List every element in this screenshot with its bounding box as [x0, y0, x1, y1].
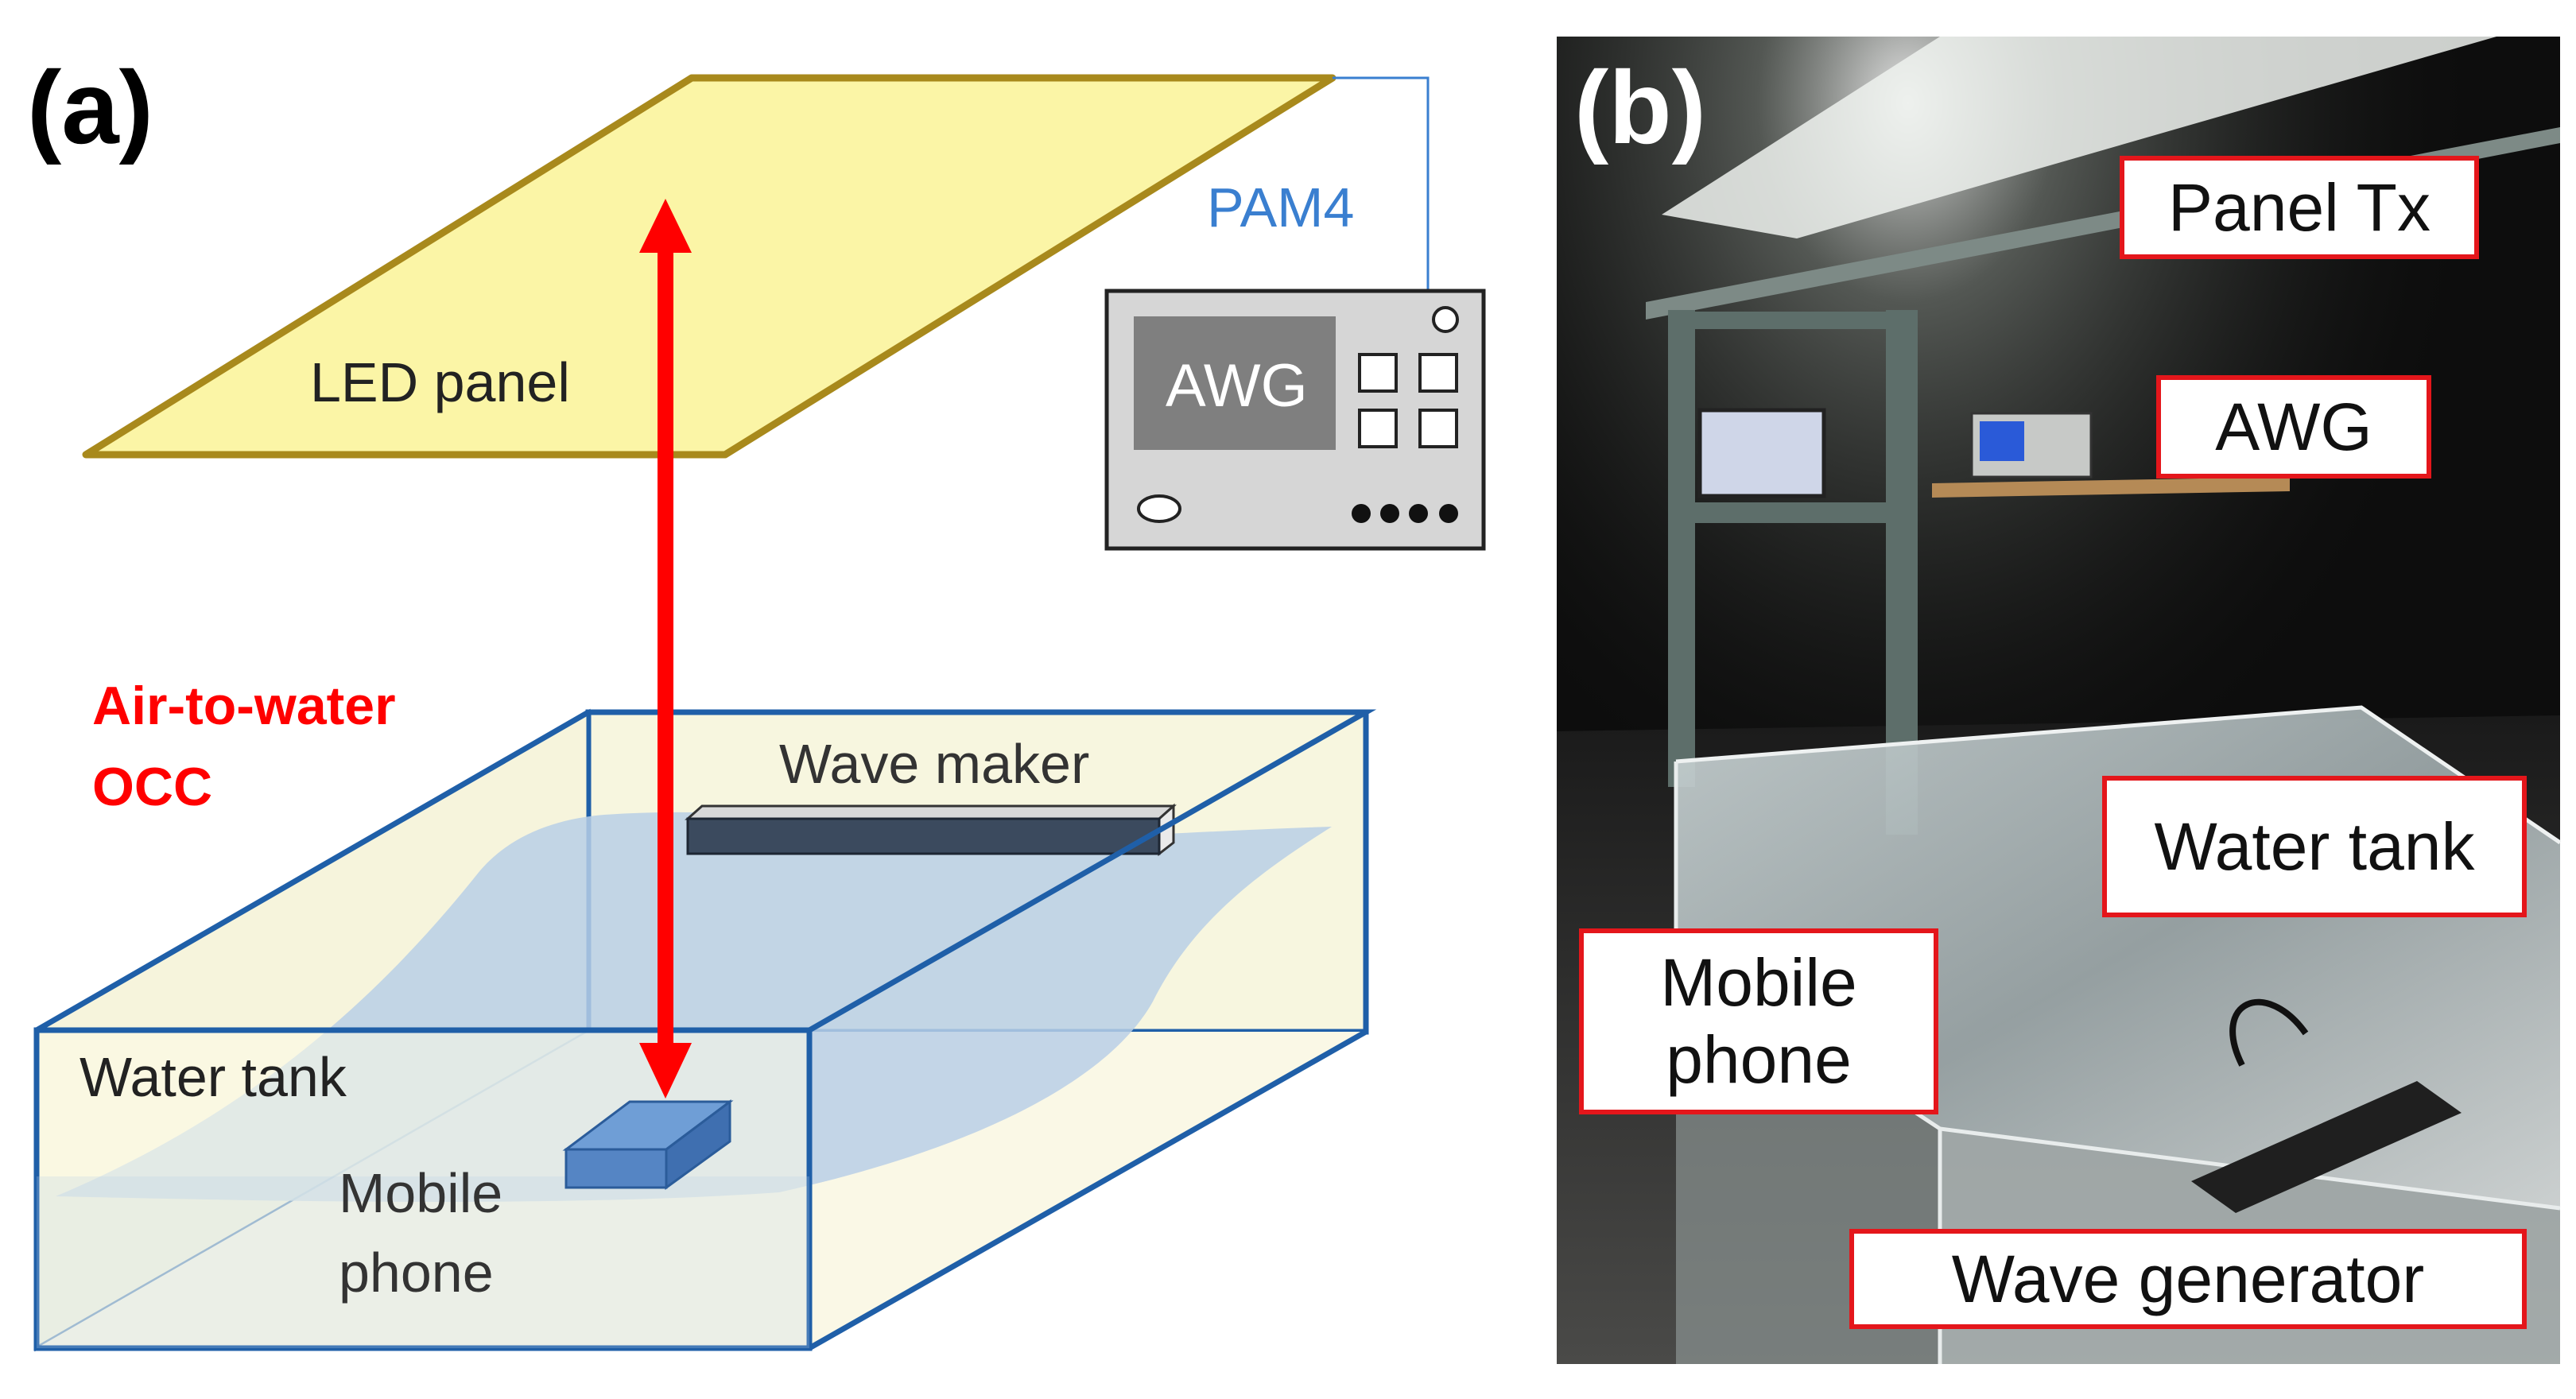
led-panel-label: LED panel: [310, 351, 570, 413]
occ-link-arrow: [639, 199, 692, 1099]
panel-a-tag: (a): [27, 49, 153, 165]
callout-mobile-phone: Mobile phone: [1579, 928, 1938, 1114]
monitor: [1697, 408, 1826, 498]
tank-rim: [35, 709, 1377, 1033]
awg-screen: [1134, 316, 1336, 450]
wave-maker-label: Wave maker: [779, 733, 1090, 795]
pam4-label: PAM4: [1207, 176, 1355, 238]
photo-wave-generator: [2191, 1081, 2462, 1213]
led-panel: [82, 74, 1336, 459]
mobile-phone-label-line1: Mobile: [339, 1162, 503, 1224]
callout-water-tank: Water tank: [2102, 776, 2527, 917]
panel-a-schematic: [33, 74, 1486, 1352]
callout-awg: AWG: [2156, 375, 2431, 479]
awg-label: AWG: [1166, 352, 1308, 420]
awg-instrument: [1104, 289, 1486, 551]
occ-link-label-line2: OCC: [92, 757, 213, 817]
water-tank-label: Water tank: [80, 1046, 347, 1108]
wave-maker: [685, 803, 1177, 857]
mobile-phone-label-line2: phone: [339, 1242, 494, 1304]
occ-link-label-line1: Air-to-water: [92, 676, 396, 736]
mobile-phone-model: [562, 1099, 734, 1190]
callout-wave-generator: Wave generator: [1849, 1229, 2527, 1329]
callout-panel-tx: Panel Tx: [2120, 156, 2479, 259]
ceiling-light: [1662, 37, 2496, 238]
panel-b-tag: (b): [1574, 49, 1706, 165]
